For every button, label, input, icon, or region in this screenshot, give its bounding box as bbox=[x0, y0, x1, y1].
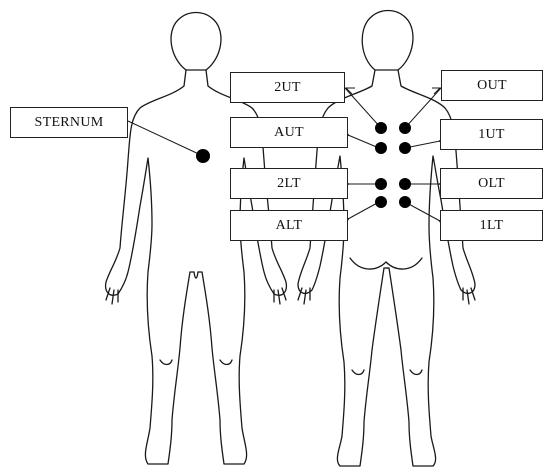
electrode-lower-left bbox=[375, 196, 387, 208]
alt-label-box: ALT bbox=[230, 210, 348, 241]
connector-lines bbox=[128, 88, 441, 221]
two-ut-label: 2UT bbox=[274, 80, 301, 96]
electrode-sternum bbox=[196, 149, 210, 163]
sternum-label-box: STERNUM bbox=[10, 107, 128, 138]
one-lt-label: 1LT bbox=[480, 218, 504, 234]
electrode-mid-lower-left bbox=[375, 178, 387, 190]
one-lt-label-box: 1LT bbox=[440, 210, 543, 241]
electrode-lower-right bbox=[399, 196, 411, 208]
electrode-upper-left bbox=[375, 122, 387, 134]
alt-connector bbox=[348, 202, 379, 219]
sternum-connector bbox=[128, 121, 203, 156]
aut-label-box: AUT bbox=[230, 117, 348, 148]
out-label: OUT bbox=[477, 78, 507, 94]
out-label-box: OUT bbox=[441, 70, 543, 101]
alt-label: ALT bbox=[276, 218, 303, 234]
one-ut-label-box: 1UT bbox=[440, 119, 543, 150]
two-ut-label-box: 2UT bbox=[230, 72, 345, 103]
aut-label: AUT bbox=[274, 125, 304, 141]
two-lt-label-box: 2LT bbox=[230, 168, 348, 199]
sternum-label: STERNUM bbox=[35, 115, 104, 131]
aut-connector bbox=[348, 135, 379, 148]
two-ut-connector bbox=[345, 88, 381, 128]
two-lt-label: 2LT bbox=[277, 176, 301, 192]
out-connector bbox=[405, 88, 441, 128]
one-ut-label: 1UT bbox=[478, 127, 505, 143]
olt-label-box: OLT bbox=[440, 168, 543, 199]
electrode-mid-upper-right bbox=[399, 142, 411, 154]
olt-label: OLT bbox=[478, 176, 505, 192]
electrode-mid-lower-right bbox=[399, 178, 411, 190]
electrode-mid-upper-left bbox=[375, 142, 387, 154]
electrode-upper-right bbox=[399, 122, 411, 134]
